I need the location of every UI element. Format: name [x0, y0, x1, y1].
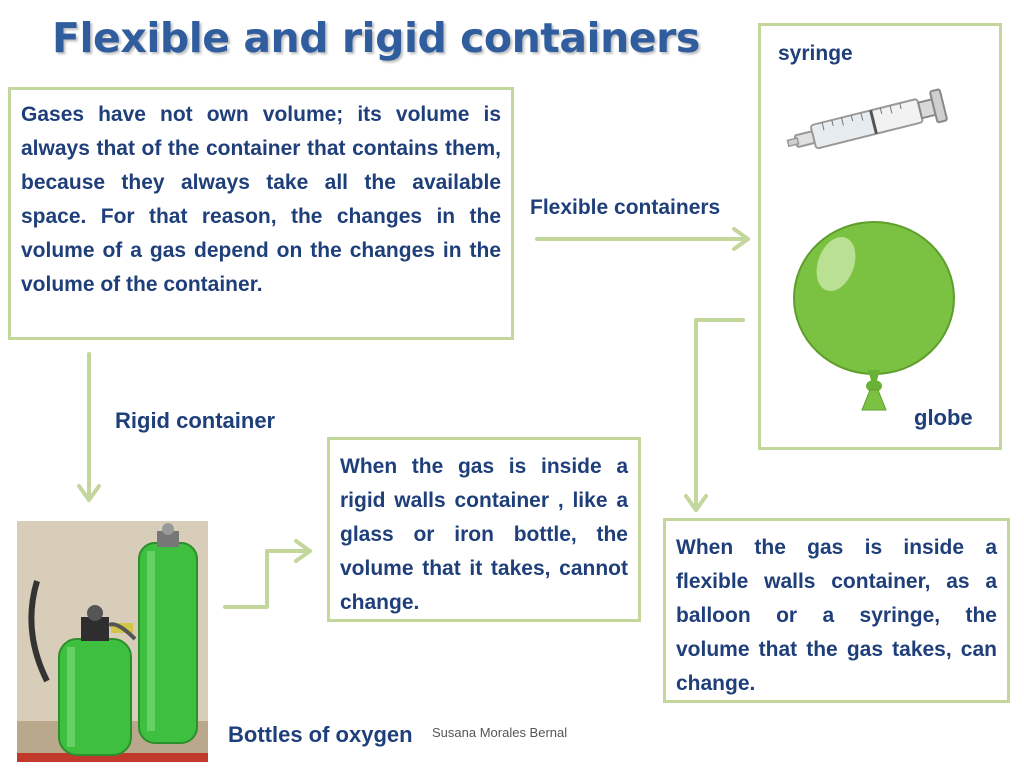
bottles-of-oxygen-label: Bottles of oxygen — [228, 722, 413, 747]
globe-label: globe — [914, 405, 973, 430]
page-title: Flexible and rigid containers — [52, 14, 700, 62]
author-credit: Susana Morales Bernal — [432, 725, 568, 740]
balloon-icon — [793, 221, 955, 411]
oxygen-bottle-icon — [17, 521, 208, 762]
rigid-container-label: Rigid container — [115, 408, 276, 433]
flexible-text-box: When the gas is inside a flexible walls … — [663, 518, 1010, 703]
intro-text-box: Gases have not own volume; its volume is… — [8, 87, 514, 340]
oxygen-bottles-photo — [17, 521, 208, 762]
flexible-containers-label: Flexible containers — [530, 196, 721, 219]
syringe-icon — [786, 88, 948, 150]
rigid-text-box: When the gas is inside a rigid walls con… — [327, 437, 641, 622]
syringe-label: syringe — [778, 42, 853, 65]
